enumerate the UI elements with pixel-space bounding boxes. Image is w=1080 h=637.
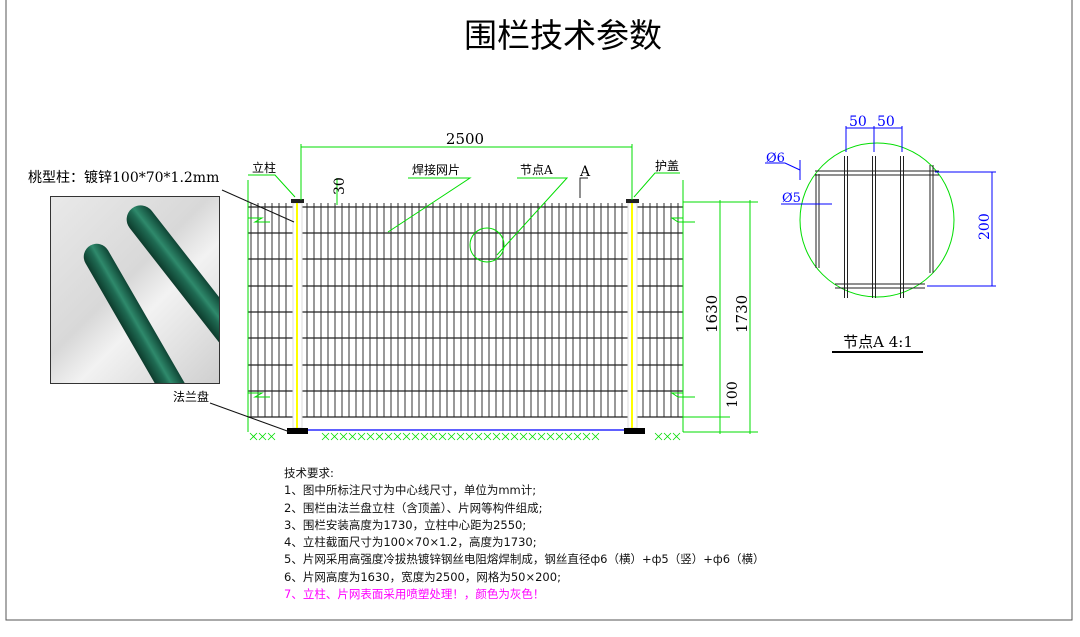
hatch-line bbox=[546, 432, 555, 441]
welded-mesh-panel bbox=[248, 203, 683, 418]
note-item: 2、围栏由法兰盘立柱（含顶盖）、片网等构件组成; bbox=[284, 500, 543, 515]
detail-spacing-1: 50 bbox=[849, 114, 867, 130]
hatch-line bbox=[393, 432, 402, 441]
label-mesh: 焊接网片 bbox=[412, 162, 460, 177]
hatch-line bbox=[582, 432, 591, 441]
note-item-highlight: 7、立柱、片网表面采用喷塑处理！，颜色为灰色！ bbox=[284, 587, 545, 602]
hatch-line bbox=[429, 432, 438, 441]
hatch-line bbox=[501, 432, 510, 441]
hatch-line bbox=[465, 432, 474, 441]
hatch-line bbox=[267, 432, 276, 441]
label-node: 节点A bbox=[520, 163, 553, 177]
dim-total-height: 1730 bbox=[733, 295, 751, 333]
hatch-line bbox=[654, 432, 663, 441]
notes-heading: 技术要求: bbox=[284, 466, 334, 480]
hatch-line bbox=[366, 432, 375, 441]
hatch-line bbox=[438, 432, 447, 441]
hatch-line bbox=[537, 432, 546, 441]
post-photo bbox=[50, 196, 220, 384]
hatch-line bbox=[573, 432, 582, 441]
hatch-line bbox=[519, 432, 528, 441]
hatch-line bbox=[420, 432, 429, 441]
cap-left bbox=[291, 199, 304, 203]
detail-grid-height: 200 bbox=[977, 213, 993, 240]
hatch-line bbox=[564, 432, 573, 441]
dim-bottom-gap: 100 bbox=[725, 381, 741, 408]
hatch-line bbox=[447, 432, 456, 441]
hatch-line bbox=[330, 432, 339, 441]
dim-width: 2500 bbox=[446, 130, 484, 148]
note-item: 5、片网采用高强度冷拔热镀锌钢丝电阻熔焊制成，钢丝直径ф6（横）+ф5（竖）+ф… bbox=[284, 552, 765, 567]
page-title: 围栏技术参数 bbox=[464, 16, 662, 55]
dim-top-offset: 30 bbox=[332, 177, 348, 195]
node-a-marker bbox=[469, 227, 505, 263]
detail-node-a bbox=[799, 142, 955, 298]
hatch-line bbox=[483, 432, 492, 441]
cap-right bbox=[626, 199, 639, 203]
hatch-line bbox=[663, 432, 672, 441]
hatch-line bbox=[258, 432, 267, 441]
hatch-line bbox=[456, 432, 465, 441]
hatch-line bbox=[492, 432, 501, 441]
dim-mesh-height: 1630 bbox=[703, 295, 721, 333]
flange-right bbox=[624, 428, 645, 434]
hatch-line bbox=[339, 432, 348, 441]
detail-title: 节点A 4:1 bbox=[843, 333, 913, 351]
label-flange: 法兰盘 bbox=[173, 389, 209, 404]
label-cap: 护盖 bbox=[655, 159, 679, 173]
ground-hatch bbox=[249, 432, 681, 441]
hatch-line bbox=[249, 432, 258, 441]
hatch-line bbox=[375, 432, 384, 441]
note-item: 3、围栏安装高度为1730，立柱中心距为2550; bbox=[284, 517, 527, 532]
hatch-line bbox=[357, 432, 366, 441]
hatch-line bbox=[474, 432, 483, 441]
hatch-line bbox=[384, 432, 393, 441]
hatch-line bbox=[555, 432, 564, 441]
flange-left bbox=[287, 428, 308, 434]
technical-requirements: 技术要求: 1、图中所标注尺寸为中心线尺寸，单位为mm计; 2、围栏由法兰盘立柱… bbox=[284, 465, 765, 603]
label-post: 立柱 bbox=[252, 160, 276, 175]
hatch-line bbox=[528, 432, 537, 441]
hatch-line bbox=[321, 432, 330, 441]
detail-dia-vertical: Ø5 bbox=[782, 191, 801, 206]
hatch-line bbox=[510, 432, 519, 441]
label-section: A bbox=[579, 164, 591, 180]
hatch-line bbox=[402, 432, 411, 441]
hatch-line bbox=[348, 432, 357, 441]
detail-spacing-2: 50 bbox=[877, 114, 895, 130]
photo-label: 桃型柱：镀锌100*70*1.2mm bbox=[28, 169, 219, 186]
hatch-line bbox=[411, 432, 420, 441]
note-item: 1、图中所标注尺寸为中心线尺寸，单位为mm计; bbox=[284, 483, 537, 498]
hatch-line bbox=[591, 432, 600, 441]
detail-dia-horizontal: Ø6 bbox=[766, 151, 785, 166]
note-item: 6、片网高度为1630，宽度为2500，网格为50×200; bbox=[284, 569, 561, 584]
note-item: 4、立柱截面尺寸为100×70×1.2，高度为1730; bbox=[284, 535, 537, 550]
drawing-frame bbox=[5, 0, 1073, 621]
hatch-line bbox=[672, 432, 681, 441]
